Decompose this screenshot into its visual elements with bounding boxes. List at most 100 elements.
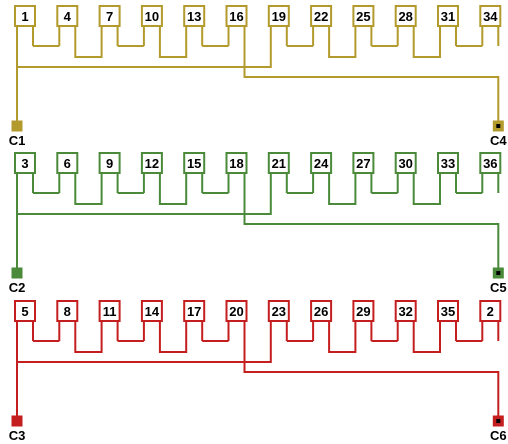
- slot-box-36: [479, 152, 502, 174]
- slot-box-34: [479, 5, 502, 27]
- slot-number: 18: [229, 156, 243, 171]
- slot-number: 15: [187, 156, 201, 171]
- slot-number: 11: [103, 304, 117, 319]
- slot-box-27: [352, 152, 375, 174]
- slot-number: 2: [487, 304, 494, 319]
- slot-number: 24: [314, 156, 329, 171]
- slot-box-8: [56, 300, 79, 322]
- slot-box-26: [310, 300, 333, 322]
- slot-number: 3: [21, 156, 28, 171]
- slot-box-2: [479, 300, 502, 322]
- slot-box-17: [183, 300, 206, 322]
- slot-number: 22: [314, 9, 328, 24]
- slot-number: 31: [441, 9, 455, 24]
- end-connector: [328, 193, 357, 205]
- slot-number: 8: [64, 304, 71, 319]
- slot-box-21: [267, 152, 290, 174]
- end-connector: [328, 46, 357, 58]
- series-link: [17, 46, 272, 68]
- end-connector: [74, 46, 103, 58]
- end-connector: [412, 46, 441, 58]
- end-connector: [158, 193, 188, 205]
- slot-box-16: [225, 5, 248, 27]
- slot-number: 35: [441, 304, 455, 319]
- slot-box-10: [140, 5, 163, 27]
- terminal-label: C2: [9, 280, 26, 295]
- slot-box-23: [267, 300, 290, 322]
- slot-box-4: [56, 5, 79, 27]
- end-connector: [74, 341, 103, 353]
- slot-box-30: [394, 152, 417, 174]
- slot-box-25: [352, 5, 375, 27]
- slot-number: 27: [356, 156, 370, 171]
- series-link: [243, 193, 500, 268]
- slot-number: 23: [272, 304, 286, 319]
- slot-box-24: [310, 152, 333, 174]
- slot-box-15: [183, 152, 206, 174]
- slot-number: 19: [272, 9, 286, 24]
- slot-number: 36: [483, 156, 497, 171]
- end-connector: [74, 193, 103, 205]
- terminal-label: C4: [490, 133, 507, 148]
- end-connector: [328, 341, 357, 353]
- slot-box-7: [98, 5, 121, 27]
- slot-box-3: [14, 152, 36, 174]
- slot-number: 28: [398, 9, 412, 24]
- slot-box-5: [14, 300, 36, 322]
- slot-number: 30: [398, 156, 412, 171]
- slot-box-33: [437, 152, 459, 174]
- terminal-c1: [11, 120, 23, 132]
- terminal-label: C5: [490, 280, 507, 295]
- terminal-label: C3: [9, 428, 26, 443]
- terminal-label: C6: [490, 428, 507, 443]
- slot-box-35: [437, 300, 459, 322]
- slot-number: 33: [441, 156, 455, 171]
- slot-box-31: [437, 5, 459, 27]
- slot-number: 13: [187, 9, 201, 24]
- slot-number: 14: [145, 304, 160, 319]
- slot-number: 26: [314, 304, 328, 319]
- slot-box-6: [56, 152, 79, 174]
- slot-box-32: [394, 300, 417, 322]
- slot-number: 5: [21, 304, 28, 319]
- slot-box-14: [140, 300, 163, 322]
- slot-box-29: [352, 300, 375, 322]
- slot-number: 10: [145, 9, 159, 24]
- slot-number: 12: [145, 156, 159, 171]
- end-connector: [412, 341, 441, 353]
- slot-number: 32: [398, 304, 412, 319]
- slot-number: 29: [356, 304, 370, 319]
- terminal-dot: [496, 124, 501, 128]
- slot-number: 16: [229, 9, 243, 24]
- series-link: [243, 46, 500, 121]
- terminal-c2: [11, 267, 23, 279]
- slot-box-13: [183, 5, 206, 27]
- slot-box-9: [98, 152, 121, 174]
- terminal-dot: [496, 271, 501, 275]
- series-link: [17, 341, 272, 363]
- series-link: [243, 341, 500, 416]
- terminal-label: C1: [9, 133, 26, 148]
- slot-box-11: [98, 300, 121, 322]
- slot-box-1: [14, 5, 36, 27]
- slot-number: 34: [483, 9, 498, 24]
- slot-box-12: [140, 152, 163, 174]
- terminal-c3: [11, 415, 23, 427]
- slot-number: 6: [64, 156, 71, 171]
- slot-number: 9: [106, 156, 113, 171]
- slot-number: 7: [106, 9, 113, 24]
- slot-number: 21: [272, 156, 286, 171]
- slot-number: 25: [356, 9, 370, 24]
- end-connector: [158, 46, 188, 58]
- slot-box-22: [310, 5, 333, 27]
- slot-box-28: [394, 5, 417, 27]
- slot-box-19: [267, 5, 290, 27]
- end-connector: [412, 193, 441, 205]
- end-connector: [158, 341, 188, 353]
- slot-number: 17: [187, 304, 201, 319]
- terminal-dot: [496, 419, 501, 423]
